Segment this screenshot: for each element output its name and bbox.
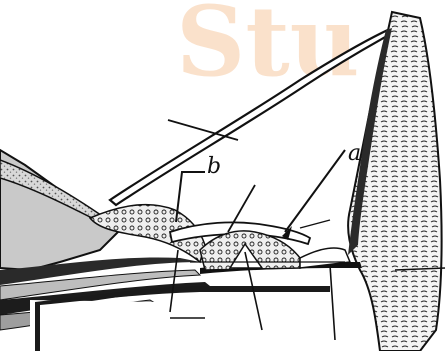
reissners-membrane	[110, 28, 398, 205]
leader-line-a	[285, 150, 345, 232]
label-a: a	[348, 143, 361, 165]
bone-lower-floor	[30, 292, 380, 351]
label-b: b	[207, 156, 221, 178]
leader-line-outer	[300, 220, 330, 228]
